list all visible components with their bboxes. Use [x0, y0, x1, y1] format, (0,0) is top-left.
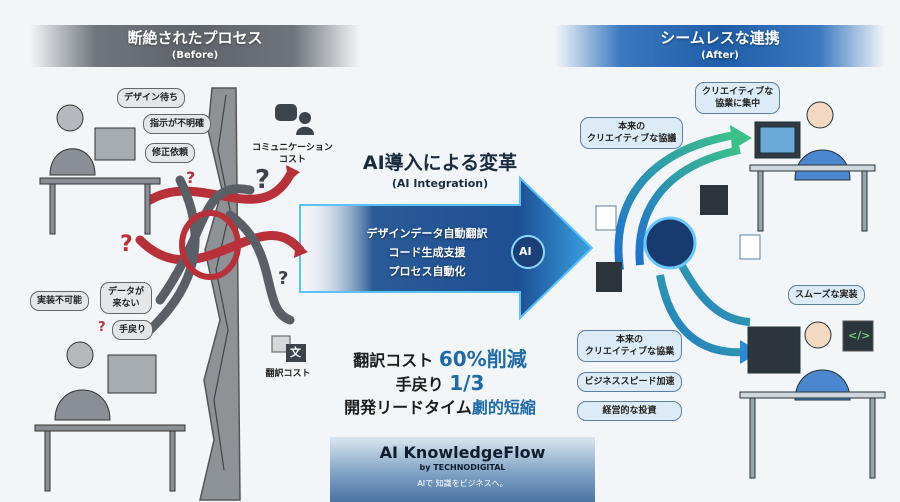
question-mark-icon: ? — [98, 320, 106, 335]
bubble-line: クリエイティブな協業 — [584, 347, 675, 357]
code-bubble-icon — [842, 320, 874, 352]
question-mark-icon: ? — [278, 268, 289, 289]
ai-brain-icon — [511, 235, 545, 269]
after-subtitle: (After) — [701, 50, 739, 61]
brand-name: AI KnowledgeFlow — [379, 443, 546, 462]
document-icons — [595, 205, 761, 260]
feature-list: デザインデータ自動翻訳 コード生成支援 プロセス自動化 — [352, 224, 502, 281]
translation-cost-label: 翻訳コスト — [265, 369, 311, 379]
engineer-figure-before — [34, 341, 186, 492]
before-title: 断絶されたプロセス — [127, 29, 263, 47]
speech-bubble: デザイン待ち — [117, 88, 186, 108]
question-mark-icon: ? — [120, 232, 133, 257]
designer-figure-after — [749, 101, 876, 232]
translate-glyph: 文 — [290, 346, 301, 359]
benefit-item: 本来の クリエイティブな協業 — [577, 330, 682, 362]
brand-footer: AI KnowledgeFlow by TECHNODIGITAL AIで 知識… — [330, 437, 595, 502]
engineer-figure-after — [739, 321, 886, 479]
result-item: 開発リードタイム劇的短縮 — [344, 398, 536, 417]
brand-tagline: AIで 知識をビジネスへ。 — [417, 479, 508, 488]
speech-bubble: 手戻り — [112, 320, 154, 340]
after-banner: シームレスな連携 (After) — [555, 25, 885, 67]
speech-bubble: 本来の クリエイティブな協議 — [580, 117, 684, 149]
speech-bubble: 指示が不明確 — [143, 114, 212, 134]
results-summary: 翻訳コスト 60%削減 手戻り 1/3 開発リードタイム劇的短縮 — [335, 348, 545, 419]
result-item: 翻訳コスト 60%削減 — [353, 347, 527, 371]
speech-bubble: データが来ない — [100, 282, 152, 314]
ai-badge: AI — [519, 245, 532, 258]
tangled-arrows — [135, 170, 305, 335]
translate-icon — [271, 335, 306, 362]
bubble-line: クリエイティブな — [702, 87, 774, 97]
feature-item: コード生成支援 — [388, 246, 466, 259]
seamless-flow-arrows — [614, 131, 751, 357]
ai-hub-icon — [643, 216, 697, 270]
center-title: AI導入による変革 — [362, 152, 518, 174]
label-line: コスト — [278, 155, 306, 165]
ai-transformation-arrow — [299, 175, 594, 321]
speech-bubble: スムーズな実装 — [788, 285, 865, 305]
before-subtitle: (Before) — [171, 50, 219, 61]
speech-bubble: 実装不可能 — [30, 291, 90, 311]
benefit-item: 経営的な投資 — [577, 401, 682, 421]
speech-bubble: 修正依頼 — [145, 143, 196, 163]
before-banner: 断絶されたプロセス (Before) — [30, 25, 360, 67]
feature-item: デザインデータ自動翻訳 — [366, 227, 488, 240]
communication-cost-label: コミュニケーション コスト — [245, 142, 340, 166]
designer-figure-before — [39, 104, 161, 235]
label-line: コミュニケーション — [252, 143, 333, 153]
result-item: 手戻り 1/3 — [395, 371, 485, 395]
code-glyph: </> — [848, 329, 871, 342]
communication-icon — [275, 104, 314, 135]
speech-bubble: クリエイティブな 協業に集中 — [695, 82, 781, 114]
bubble-line: クリエイティブな協議 — [587, 134, 677, 144]
question-mark-icon: ? — [255, 165, 271, 195]
after-title: シームレスな連携 — [660, 29, 780, 47]
bubble-line: 協業に集中 — [715, 99, 761, 109]
center-subtitle: (AI Integration) — [391, 177, 489, 190]
bubble-line: 本来の — [615, 335, 643, 345]
benefit-item: ビジネススピード加速 — [577, 372, 682, 392]
question-mark-icon: ? — [186, 168, 196, 187]
feature-item: プロセス自動化 — [388, 265, 466, 278]
code-window-icons — [596, 185, 728, 292]
bubble-line: 本来の — [618, 122, 646, 132]
brand-byline: by TECHNODIGITAL — [419, 463, 506, 472]
